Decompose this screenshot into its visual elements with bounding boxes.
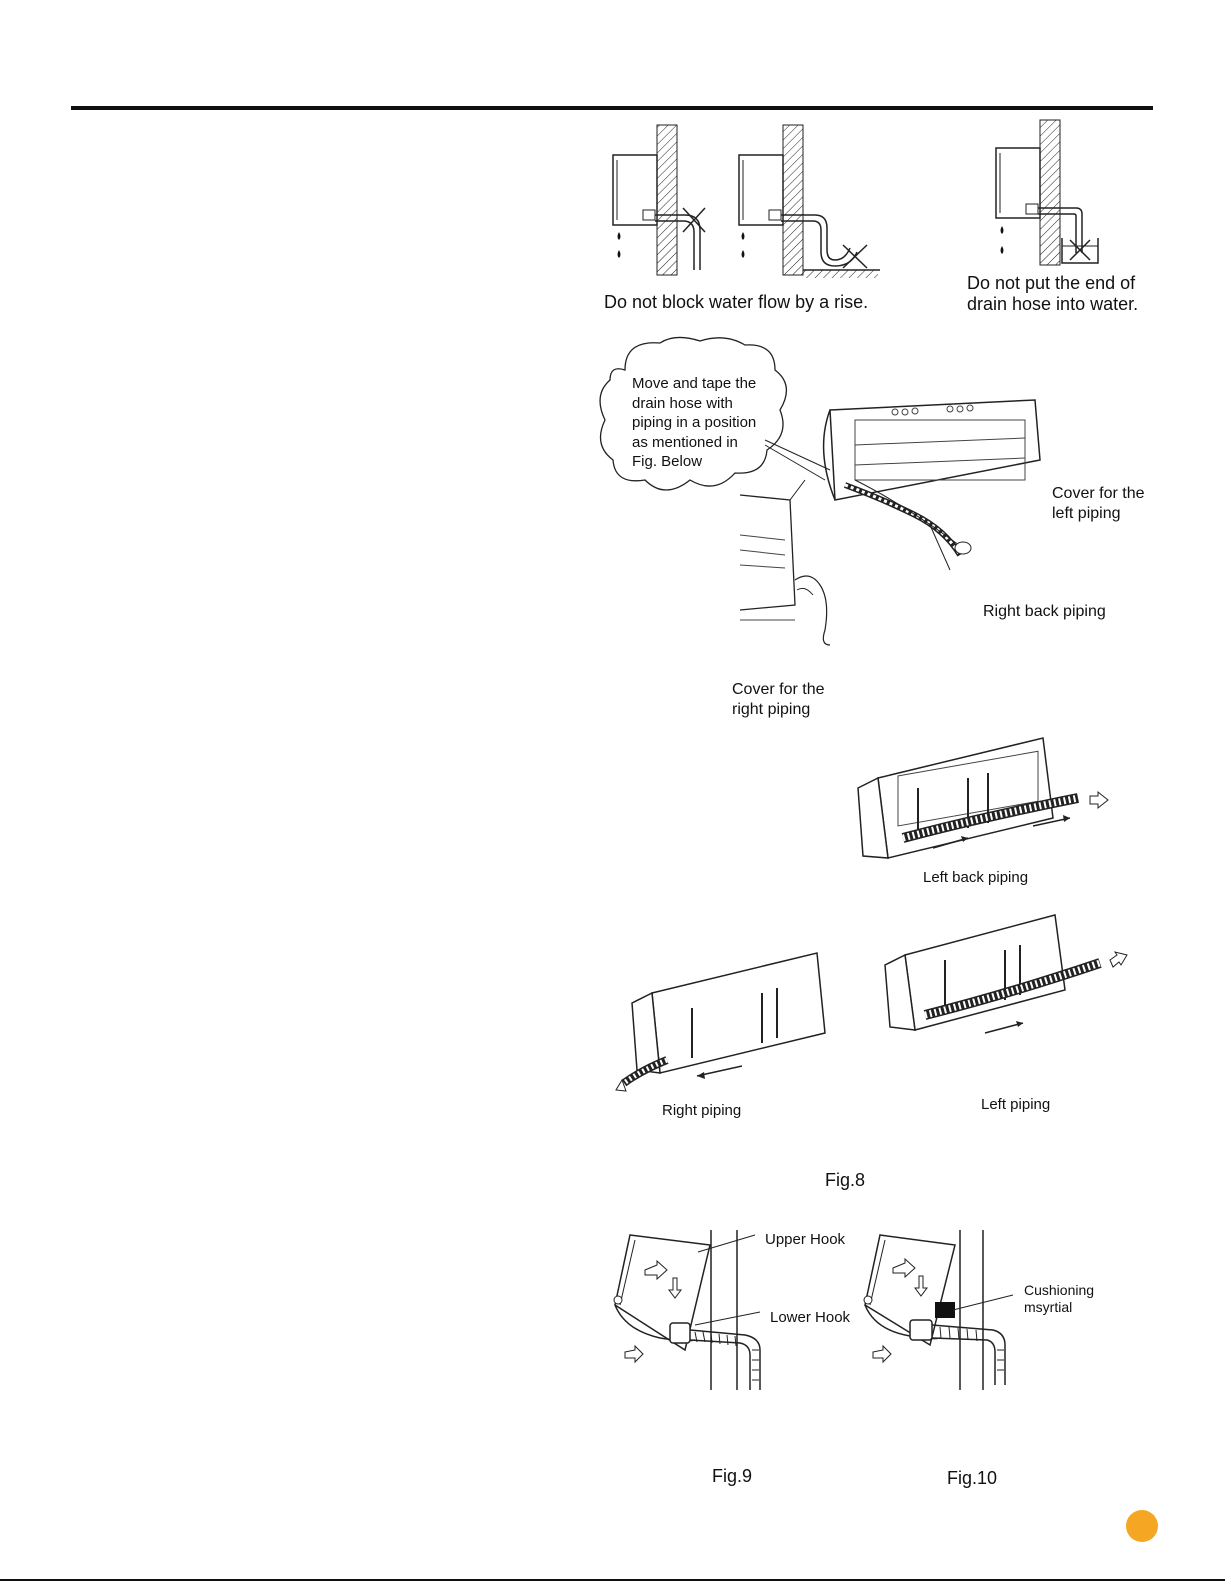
- caption-line: Cushioning: [1024, 1282, 1095, 1298]
- callout-line: piping in a position: [632, 414, 757, 431]
- callout-line: Move and tape the: [632, 375, 757, 392]
- caption-cover-left: Cover for the left piping: [1052, 484, 1162, 524]
- caption-left-piping: Left piping: [981, 1096, 1051, 1113]
- callout-line: as mentioned in: [632, 433, 738, 451]
- caption-upper-hook: Upper Hook: [765, 1231, 846, 1248]
- fig9-label: Fig.9: [712, 1466, 753, 1486]
- drain-rise-diagram-1: [605, 120, 715, 280]
- fig10-cushion-diagram: [863, 1230, 1025, 1395]
- callout-bubble: [595, 335, 795, 505]
- drain-water-diagram: [990, 118, 1100, 268]
- callout-text: Move and tape the drain hose with piping…: [632, 374, 782, 472]
- caption-cushioning: Cushioning msyrtial: [1024, 1282, 1134, 1316]
- footer-rule: [0, 1579, 1225, 1581]
- caption-line: Cover for the: [732, 681, 825, 698]
- caption-line: Cover for the: [1052, 485, 1145, 502]
- left-back-piping-diagram: [857, 728, 1118, 868]
- fig9-hook-diagram: [613, 1230, 775, 1395]
- caption-no-water-line1: Do not put the end of: [967, 273, 1136, 293]
- indoor-unit-back-diagram: [734, 390, 1075, 650]
- caption-right-piping: Right piping: [662, 1102, 742, 1119]
- caption-line: right piping: [732, 701, 811, 718]
- caption-no-water-line2: drain hose into water.: [967, 294, 1139, 314]
- caption-left-back: Left back piping: [923, 869, 1029, 886]
- header-rule: [71, 106, 1153, 110]
- caption-lower-hook: Lower Hook: [770, 1309, 851, 1326]
- fig10-label: Fig.10: [947, 1468, 998, 1488]
- caption-no-rise: Do not block water flow by a rise.: [604, 292, 869, 312]
- page-marker-dot: [1126, 1510, 1158, 1542]
- fig8-label: Fig.8: [825, 1170, 866, 1190]
- caption-line: left piping: [1052, 505, 1121, 522]
- left-piping-diagram: [884, 905, 1145, 1055]
- caption-cover-right: Cover for the right piping: [732, 680, 852, 720]
- callout-line: Fig. Below: [632, 453, 703, 470]
- caption-line: msyrtial: [1024, 1299, 1073, 1315]
- drain-rise-diagram-2: [735, 120, 885, 285]
- caption-right-back: Right back piping: [983, 603, 1106, 620]
- callout-line: drain hose with: [632, 394, 733, 412]
- right-piping-diagram: [612, 948, 832, 1098]
